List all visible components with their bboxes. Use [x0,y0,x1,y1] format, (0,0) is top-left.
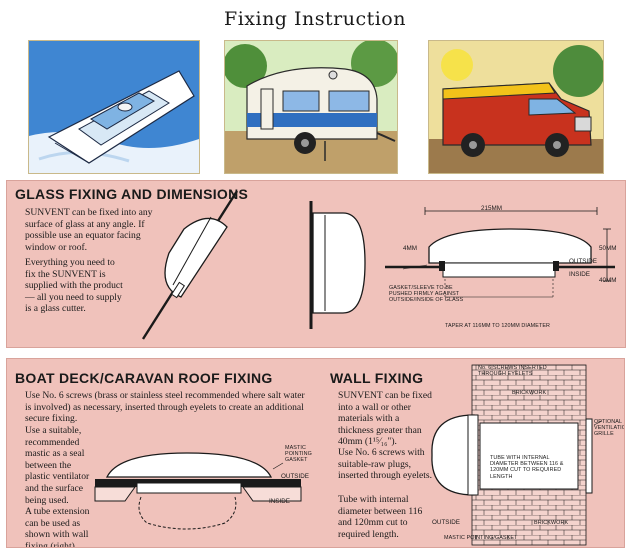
wall-tube-label: TUBE WITH INTERNAL DIAMETER BETWEEN 116 … [490,455,564,480]
roof-outside-label: OUTSIDE [281,473,309,480]
taper-note: TAPER AT 116MM TO 120MM DIAMETER [445,323,551,329]
wall-heading: WALL FIXING [330,370,424,386]
page-title: Fixing Instruction [224,8,406,30]
glass-paragraph-1: SUNVENT can be fixed into any surface of… [25,207,153,253]
boat-illustration [28,40,200,174]
wall-fixing-panel: WALL FIXING SUNVENT can be fixed into a … [312,358,625,548]
dim-50mm-label: 50MM [599,245,617,252]
roof-paragraph-1: Use No. 6 screws (brass or stainless ste… [25,390,305,425]
roof-fixing-panel: BOAT DECK/CARAVAN ROOF FIXING Use No. 6 … [6,358,313,548]
glass-inside-label: INSIDE [569,271,590,278]
wall-vent-diagram [431,364,603,546]
gasket-note: GASKET/SLEEVE TO BE PUSHED FIRMLY AGAINS… [389,285,464,304]
angled-vent-diagram [141,190,239,340]
dimension-diagram [385,207,615,299]
wall-grille-label: OPTIONAL VENTILATION GRILLE [594,419,624,438]
glass-fixing-panel: GLASS FIXING AND DIMENSIONS SUNVENT can … [6,180,626,348]
wall-screws-label: No. 6 SCREWS INSERTED THROUGH EYELETS [478,365,547,378]
dim-4mm-label: 4MM [403,245,417,252]
roof-mastic-label: MASTIC POINTING GASKET [285,445,312,464]
roof-vent-diagram [94,452,302,530]
vertical-vent-diagram [309,201,366,329]
caravan-illustration [224,40,398,174]
roof-paragraph-2: Use a suitable, recommended mastic as a … [25,425,90,506]
van-illustration [428,40,604,174]
wall-outside-label: OUTSIDE [432,519,460,526]
wall-brickwork-top-label: BRICKWORK [512,390,547,396]
wall-paragraph-3: Tube with internal diameter between 116 … [338,494,423,540]
glass-paragraph-2: Everything you need to fix the SUNVENT i… [25,257,123,315]
wall-brickwork-bottom-label: BRICKWORK [534,520,569,526]
wall-paragraph-1: SUNVENT can be fixed into a wall or othe… [338,390,432,448]
roof-paragraph-3: A tube extension can be used as shown wi… [25,506,90,548]
wall-paragraph-2: Use No. 6 screws with suitable-raw plugs… [338,447,433,482]
roof-heading: BOAT DECK/CARAVAN ROOF FIXING [15,370,273,386]
wall-mastic-label: MASTIC POINTING/GASKET [444,535,518,541]
glass-heading: GLASS FIXING AND DIMENSIONS [15,186,249,202]
dim-40mm-label: 40MM [599,277,617,284]
dim-width-label: 215MM [481,205,502,212]
roof-inside-label: INSIDE [269,498,290,505]
glass-outside-label: OUTSIDE [569,258,597,265]
